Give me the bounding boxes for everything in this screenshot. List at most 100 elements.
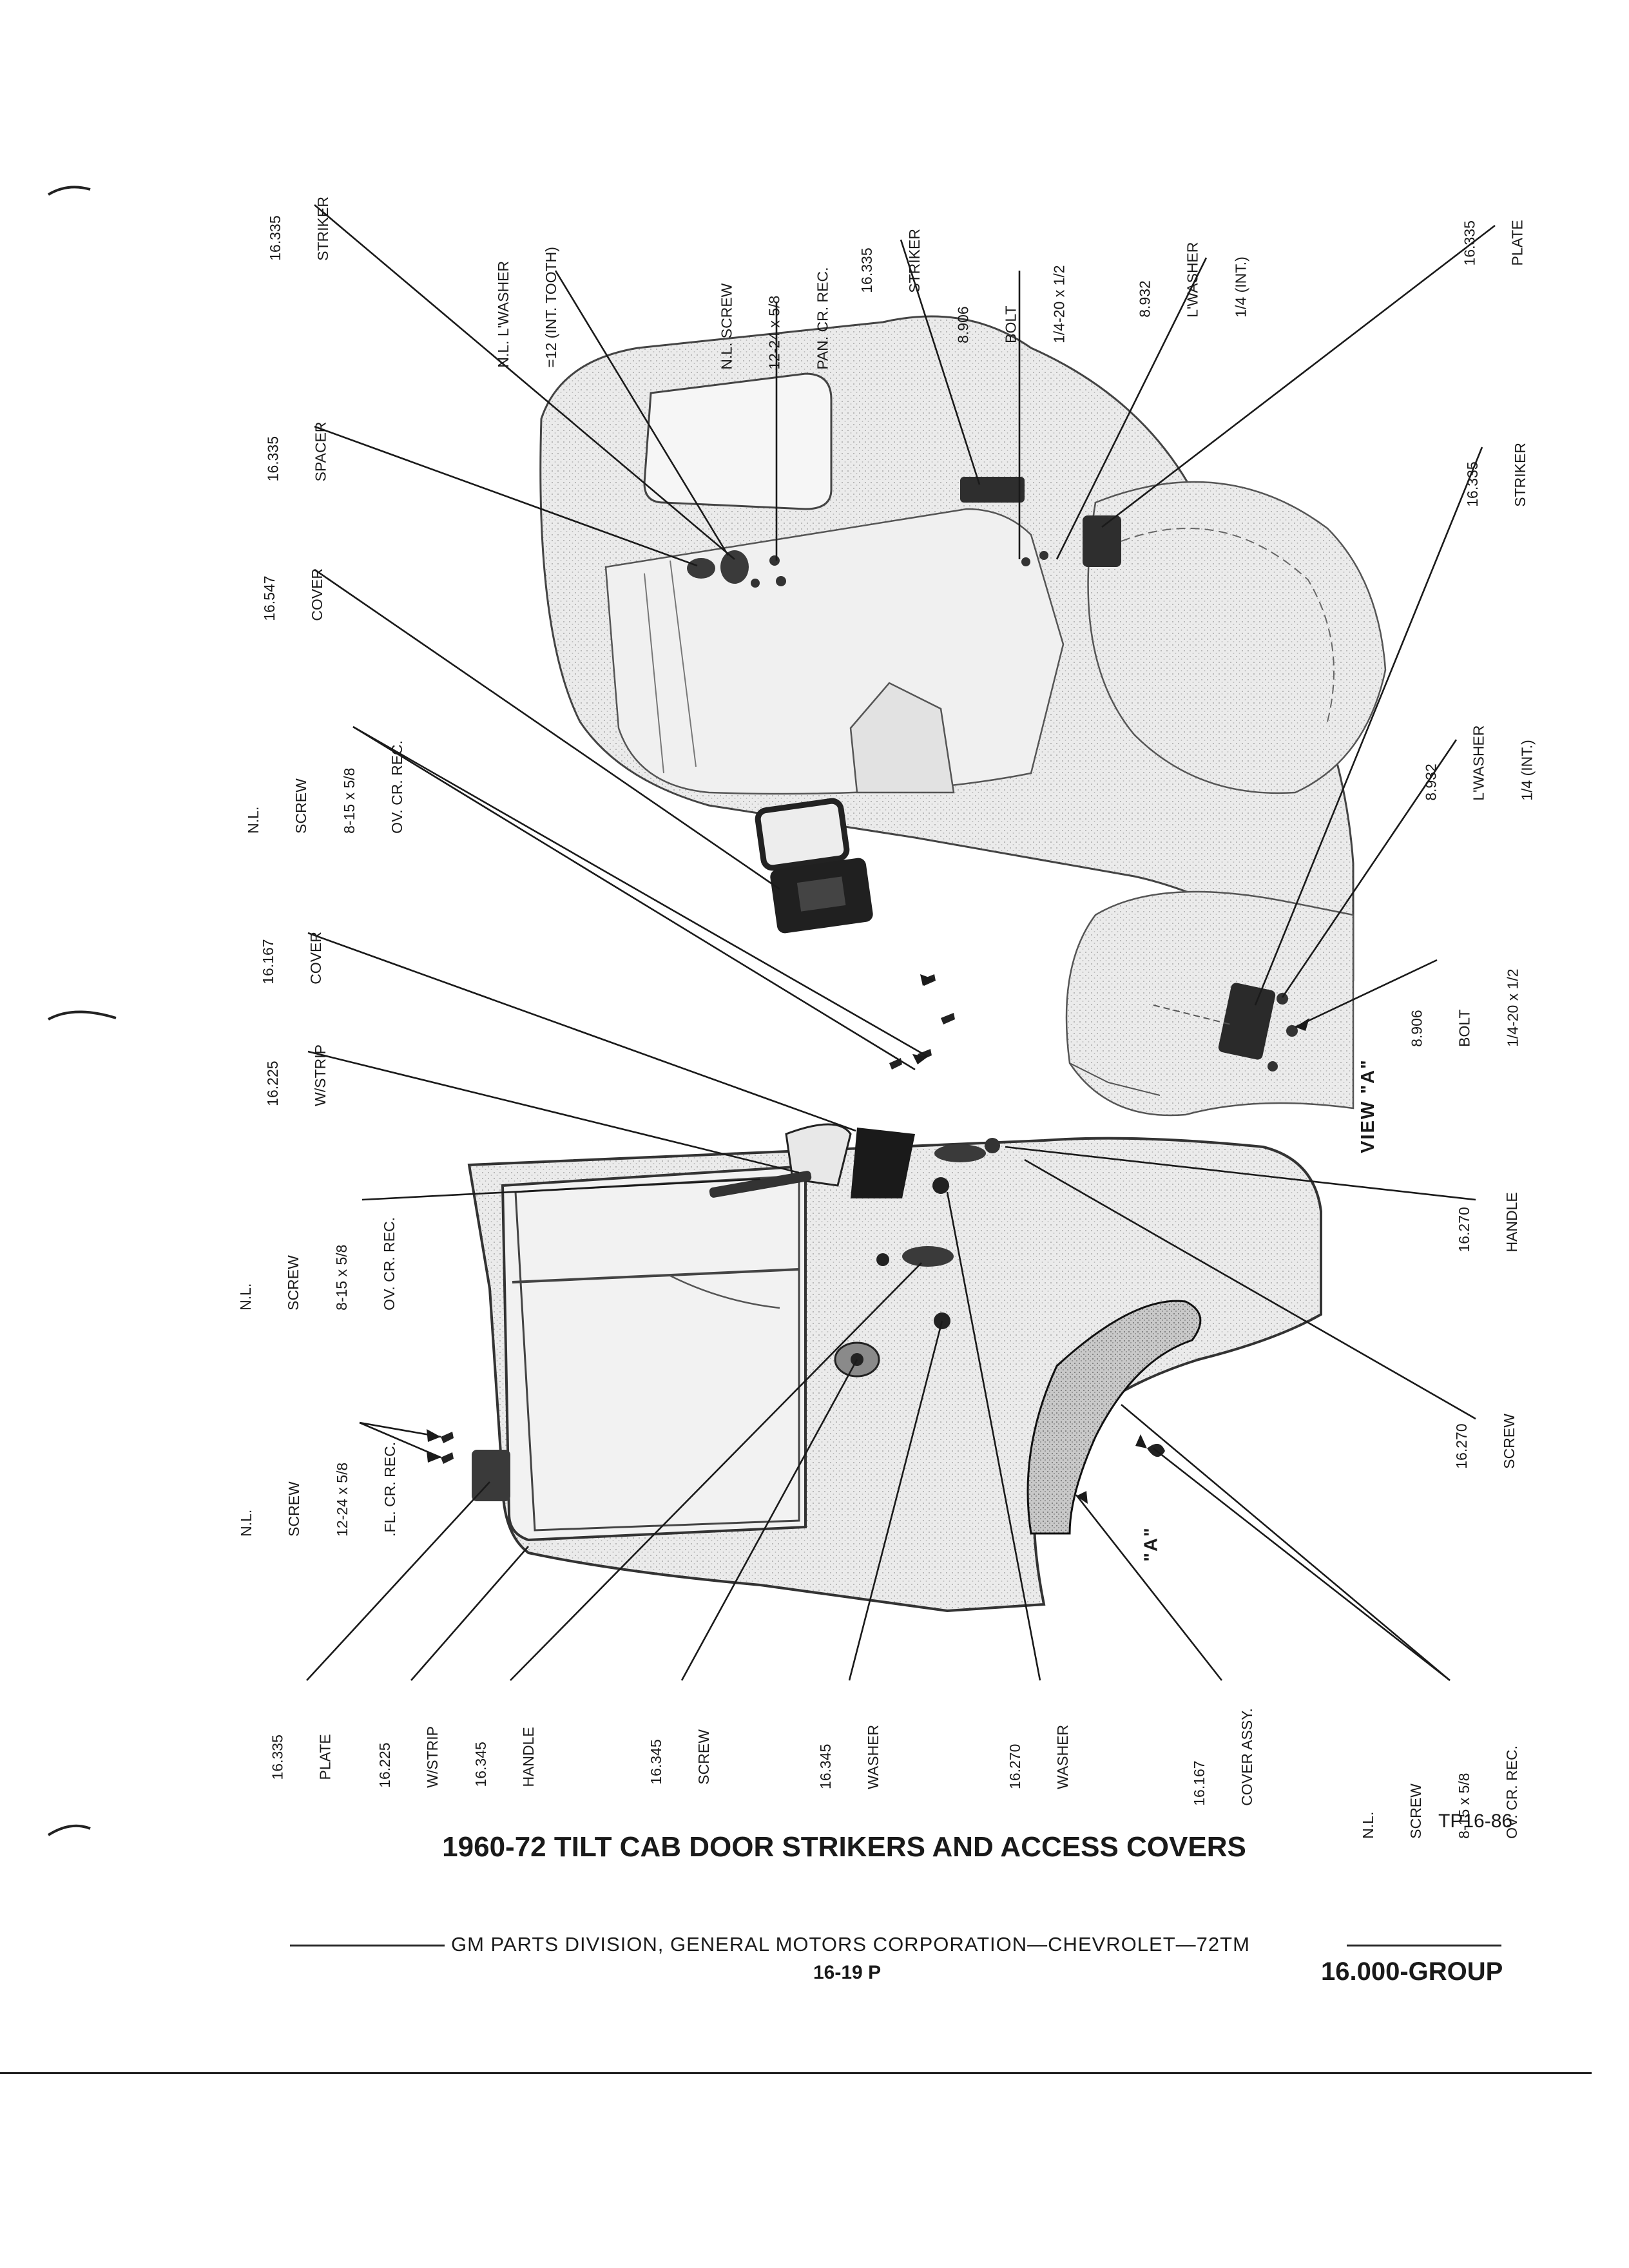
label-nl-screw-8-15-mid: N.L. SCREW 8-15 x 5/8 OV. CR. REC. [206, 1217, 414, 1311]
label-16345-screw: 16.345 SCREW [616, 1729, 728, 1785]
label-16335-striker-right: 16.335 STRIKER [1432, 443, 1545, 507]
access-cover-frame [755, 798, 850, 871]
label-part-name: COVER [307, 932, 325, 985]
label-part-number: 16.270 [1452, 1423, 1470, 1469]
label-line: SCREW [285, 1481, 303, 1537]
view-a-label: VIEW "A" [1357, 1059, 1378, 1153]
cab-plate-part [1083, 515, 1121, 567]
label-line: N.L. SCREW [718, 283, 735, 370]
label-16345-washer: 16.345 WASHER [786, 1725, 898, 1789]
cab-interior-illustration [539, 315, 1387, 981]
label-part-number: 16.335 [264, 436, 282, 482]
cab-spacer-part [687, 558, 715, 579]
label-part-name: PLATE [316, 1734, 334, 1780]
label-part-number: 16.335 [1461, 220, 1478, 266]
label-part-name: SPACER [312, 421, 329, 482]
leader-lines [306, 204, 1496, 1682]
door-wstrip-part [709, 1171, 812, 1198]
label-nl-screw-8-15-top: N.L. SCREW 8-15 x 5/8 OV. CR. REC. [213, 740, 421, 834]
label-line: N.L. L'WASHER [494, 260, 512, 368]
door-illustration [441, 974, 1322, 1613]
cab-wheelhouse [1087, 481, 1387, 794]
label-part-number: 16.167 [1190, 1760, 1208, 1806]
label-nl-screw-12-24-fl: N.L. SCREW 12-24 x 5/8 .FL. CR. REC. [206, 1442, 414, 1537]
label-line: N.L. [236, 1283, 254, 1311]
view-a-striker-part [1218, 983, 1276, 1060]
label-line: OV. CR. REC. [381, 1216, 398, 1311]
label-part-name: WASHER [1054, 1724, 1072, 1789]
label-16270-screw: 16.270 SCREW [1422, 1414, 1534, 1469]
label-part-number: 16.225 [264, 1061, 281, 1106]
label-16335-striker-top: 16.335 STRIKER [235, 197, 347, 261]
cab-tunnel [849, 682, 955, 794]
page-bottom-rule [0, 2072, 1592, 2074]
label-line: =12 (INT. TOOTH) [543, 247, 560, 368]
figure-title: 1960-72 TILT CAB DOOR STRIKERS AND ACCES… [442, 1831, 1246, 1863]
label-16225-wstrip-top: 16.225 W/STRIP [233, 1044, 345, 1106]
label-8932-lwasher-top: 8.932 L'WASHER 1/4 (INT.) [1105, 242, 1265, 318]
label-16335-spacer: 16.335 SPACER [233, 421, 345, 481]
label-line: 1/4-20 x 1/2 [1050, 265, 1068, 343]
label-line: 8.932 [1422, 764, 1440, 801]
label-line: N.L. [244, 806, 262, 834]
label-line: 12-24 x 5/8 [333, 1462, 351, 1537]
label-line: L'WASHER [1470, 725, 1487, 801]
label-line: 8-15 x 5/8 [340, 767, 358, 834]
label-line: 8.932 [1136, 280, 1153, 318]
label-line: SCREW [285, 1255, 302, 1311]
door-cover-assy-part [1027, 1300, 1202, 1535]
label-part-name: COVER [309, 568, 326, 621]
label-part-number: 16.345 [472, 1742, 489, 1787]
label-part-number: 16.270 [1455, 1207, 1472, 1253]
label-line: BOLT [1456, 1009, 1473, 1047]
label-part-name: HANDLE [1503, 1192, 1520, 1253]
label-part-name: WASHER [865, 1724, 882, 1789]
label-line: 1/4-20 x 1/2 [1504, 968, 1521, 1047]
label-part-name: HANDLE [519, 1727, 537, 1787]
label-line: OV. CR. REC. [389, 740, 406, 834]
label-line: 8-15 x 5/8 [333, 1244, 350, 1311]
label-16345-handle: 16.345 HANDLE [441, 1727, 553, 1787]
cab-window-opening [643, 372, 833, 510]
label-part-number: 16.335 [266, 215, 284, 261]
label-line: .FL. CR. REC. [381, 1441, 399, 1537]
label-16225-wstrip-bottom: 16.225 W/STRIP [345, 1726, 457, 1788]
label-part-name: PLATE [1509, 220, 1526, 266]
label-part-number: 16.345 [816, 1744, 834, 1789]
label-nl-screw-12-24-pan: N.L. SCREW 12-24 x 5/8 PAN. CR. REC. [687, 267, 847, 369]
cab-striker-left-part [720, 550, 749, 584]
label-8906-bolt-top: 8.906 BOLT 1/4-20 x 1/2 [923, 265, 1083, 343]
label-16547-cover: 16.547 COVER [229, 568, 342, 621]
label-line: BOLT [1002, 305, 1019, 343]
label-part-number: 16.270 [1006, 1744, 1023, 1789]
label-16335-striker-mid: 16.335 STRIKER [827, 229, 939, 293]
label-16167-cover-assy: 16.167 COVER ASSY. [1159, 1708, 1271, 1806]
label-part-number: 16.167 [259, 939, 276, 985]
label-part-name: STRIKER [314, 197, 332, 261]
label-part-name: STRIKER [1512, 443, 1529, 507]
footer-rule-left [290, 1945, 445, 1946]
label-part-name: W/STRIP [424, 1725, 441, 1788]
label-part-number: 16.335 [858, 247, 875, 293]
label-8932-lwasher-right: 8.932 L'WASHER 1/4 (INT.) [1391, 726, 1551, 801]
page-number: 16-19 P [813, 1962, 882, 1983]
label-part-number: 16.345 [647, 1739, 664, 1785]
label-line: SCREW [1407, 1783, 1425, 1839]
label-line: 8.906 [1408, 1010, 1425, 1047]
view-a-marker: "A" [1141, 1526, 1162, 1562]
cab-striker-part [960, 477, 1025, 503]
label-part-name: COVER ASSY. [1239, 1708, 1256, 1806]
view-a-illustration [1065, 890, 1354, 1117]
binder-marks [47, 186, 117, 1836]
label-line: N.L. [237, 1509, 255, 1537]
door-handle-part [902, 1246, 954, 1267]
label-16335-plate-bottom: 16.335 PLATE [238, 1734, 350, 1780]
leader-arrowheads [427, 974, 1309, 1504]
label-line: L'WASHER [1184, 242, 1201, 318]
label-line: SCREW [293, 778, 310, 834]
footer-rule-right [1347, 1945, 1501, 1946]
door-access-cover-part [851, 1128, 915, 1198]
door-window-frame [501, 1164, 807, 1542]
label-16270-washer: 16.270 WASHER [975, 1725, 1087, 1789]
